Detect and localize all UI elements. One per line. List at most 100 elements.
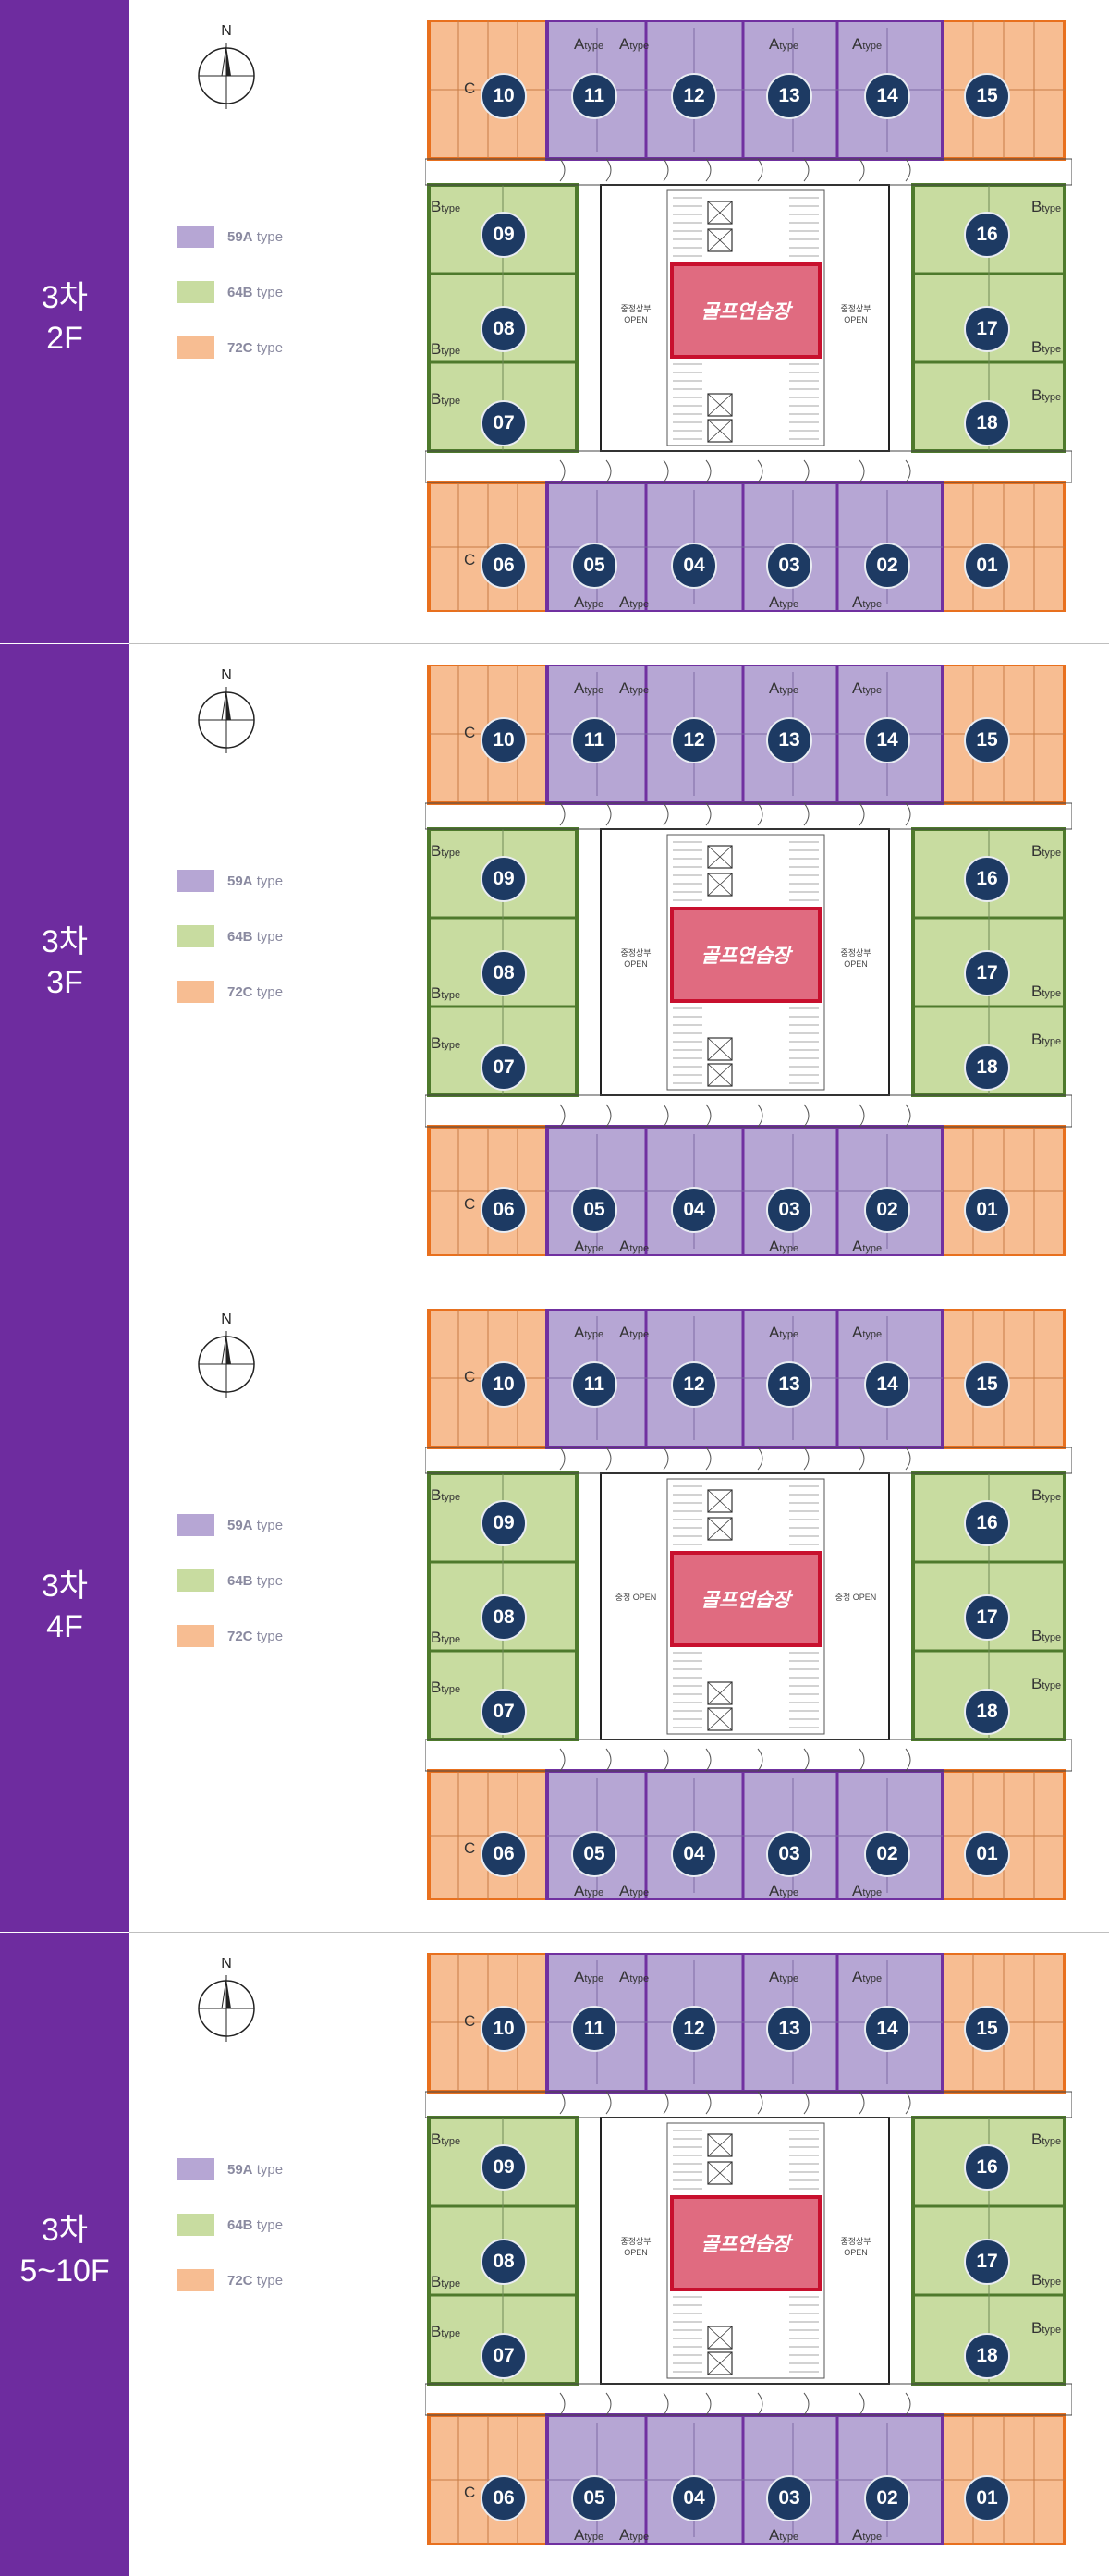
- unit-number-badge[interactable]: 10: [481, 73, 527, 119]
- unit-type-label: Btype: [431, 984, 461, 1002]
- unit-number-badge[interactable]: 02: [864, 2475, 910, 2521]
- unit-number-badge[interactable]: 14: [864, 2006, 910, 2052]
- unit-number-badge[interactable]: 13: [766, 73, 812, 119]
- unit-number-badge[interactable]: 15: [964, 717, 1010, 763]
- unit-number-badge[interactable]: 05: [571, 2475, 617, 2521]
- unit-number-badge[interactable]: 02: [864, 1831, 910, 1877]
- unit-number-badge[interactable]: 17: [964, 306, 1010, 352]
- unit-type-label: C: [464, 1839, 476, 1857]
- unit-number-badge[interactable]: 13: [766, 2006, 812, 2052]
- unit-number-badge[interactable]: 18: [964, 400, 1010, 446]
- unit-number-badge[interactable]: 17: [964, 1594, 1010, 1641]
- unit-number-badge[interactable]: 11: [571, 717, 617, 763]
- unit-number-badge[interactable]: 14: [864, 717, 910, 763]
- unit-number-badge[interactable]: 03: [766, 1187, 812, 1233]
- unit-type-label: Btype: [1031, 983, 1062, 1000]
- unit-number-badge[interactable]: 16: [964, 856, 1010, 902]
- unit-number-badge[interactable]: 18: [964, 1044, 1010, 1091]
- legend-item: 72C type: [177, 977, 283, 1007]
- legend-code: 64B: [227, 1572, 253, 1589]
- unit-number-badge[interactable]: 10: [481, 1361, 527, 1408]
- unit-number-badge[interactable]: 08: [481, 1594, 527, 1641]
- unit-number-badge[interactable]: 07: [481, 400, 527, 446]
- unit-number-badge[interactable]: 09: [481, 2144, 527, 2191]
- unit-number-badge[interactable]: 07: [481, 1689, 527, 1735]
- unit-number-badge[interactable]: 09: [481, 1500, 527, 1546]
- unit-number-badge[interactable]: 15: [964, 73, 1010, 119]
- unit-type-label: Atype: [769, 593, 799, 611]
- unit-number-badge[interactable]: 02: [864, 543, 910, 589]
- unit-number-badge[interactable]: 12: [671, 1361, 717, 1408]
- unit-type-label: Atype: [574, 2526, 604, 2544]
- unit-number-badge[interactable]: 12: [671, 717, 717, 763]
- unit-number-badge[interactable]: 12: [671, 73, 717, 119]
- unit-number-badge[interactable]: 08: [481, 2239, 527, 2285]
- unit-number-badge[interactable]: 01: [964, 543, 1010, 589]
- unit-number-badge[interactable]: 06: [481, 1831, 527, 1877]
- unit-number-badge[interactable]: 08: [481, 950, 527, 996]
- unit-number-badge[interactable]: 17: [964, 950, 1010, 996]
- unit-type-label: Atype: [574, 679, 604, 697]
- unit-type-label: Btype: [431, 2323, 461, 2340]
- unit-number-badge[interactable]: 07: [481, 2333, 527, 2379]
- unit-number-badge[interactable]: 06: [481, 2475, 527, 2521]
- unit-number-badge[interactable]: 04: [671, 1831, 717, 1877]
- unit-number-badge[interactable]: 09: [481, 856, 527, 902]
- unit-number-badge[interactable]: 11: [571, 73, 617, 119]
- unit-number-badge[interactable]: 03: [766, 2475, 812, 2521]
- unit-number-badge[interactable]: 13: [766, 1361, 812, 1408]
- unit-number-badge[interactable]: 16: [964, 212, 1010, 258]
- unit-number-badge[interactable]: 03: [766, 1831, 812, 1877]
- unit-number-badge[interactable]: 16: [964, 1500, 1010, 1546]
- unit-number-badge[interactable]: 03: [766, 543, 812, 589]
- unit-type-label: Btype: [1031, 338, 1062, 356]
- legend-label: 59A type: [227, 2162, 283, 2178]
- floor-building-label: 3차: [41, 1569, 89, 1604]
- unit-number-badge[interactable]: 04: [671, 1187, 717, 1233]
- unit-number-badge[interactable]: 09: [481, 212, 527, 258]
- unit-number-badge[interactable]: 18: [964, 1689, 1010, 1735]
- unit-number-badge[interactable]: 01: [964, 1187, 1010, 1233]
- unit-number-badge[interactable]: 18: [964, 2333, 1010, 2379]
- unit-number-badge[interactable]: 08: [481, 306, 527, 352]
- legend-label: 72C type: [227, 984, 283, 1000]
- unit-number-badge[interactable]: 15: [964, 2006, 1010, 2052]
- unit-number-badge[interactable]: 15: [964, 1361, 1010, 1408]
- golf-practice-room: 골프연습장: [670, 1551, 822, 1647]
- unit-type-label: Atype: [619, 1324, 650, 1341]
- unit-number-badge[interactable]: 14: [864, 73, 910, 119]
- unit-type-label: C: [464, 1368, 476, 1386]
- unit-number-badge[interactable]: 04: [671, 543, 717, 589]
- unit-number-badge[interactable]: 07: [481, 1044, 527, 1091]
- unit-type-label: Atype: [769, 1324, 799, 1341]
- unit-number-badge[interactable]: 17: [964, 2239, 1010, 2285]
- unit-number-badge[interactable]: 05: [571, 1831, 617, 1877]
- unit-number-badge[interactable]: 02: [864, 1187, 910, 1233]
- unit-number-badge[interactable]: 12: [671, 2006, 717, 2052]
- legend-item: 72C type: [177, 1621, 283, 1651]
- unit-number-badge[interactable]: 14: [864, 1361, 910, 1408]
- unit-number-badge[interactable]: 05: [571, 543, 617, 589]
- legend-code: 64B: [227, 284, 253, 300]
- unit-number-badge[interactable]: 01: [964, 2475, 1010, 2521]
- unit-number-badge[interactable]: 04: [671, 2475, 717, 2521]
- section-divider: [129, 1932, 1109, 1933]
- unit-type-label: Btype: [431, 198, 461, 215]
- unit-number-badge[interactable]: 11: [571, 2006, 617, 2052]
- unit-number-badge[interactable]: 01: [964, 1831, 1010, 1877]
- unit-number-badge[interactable]: 13: [766, 717, 812, 763]
- unit-number-badge[interactable]: 10: [481, 2006, 527, 2052]
- unit-number-badge[interactable]: 05: [571, 1187, 617, 1233]
- unit-number-badge[interactable]: 11: [571, 1361, 617, 1408]
- unit-number-badge[interactable]: 06: [481, 543, 527, 589]
- unit-number-badge[interactable]: 06: [481, 1187, 527, 1233]
- atrium-open-label: 중정상부 OPEN: [840, 948, 871, 969]
- unit-number-badge[interactable]: 16: [964, 2144, 1010, 2191]
- unit-number-badge[interactable]: 10: [481, 717, 527, 763]
